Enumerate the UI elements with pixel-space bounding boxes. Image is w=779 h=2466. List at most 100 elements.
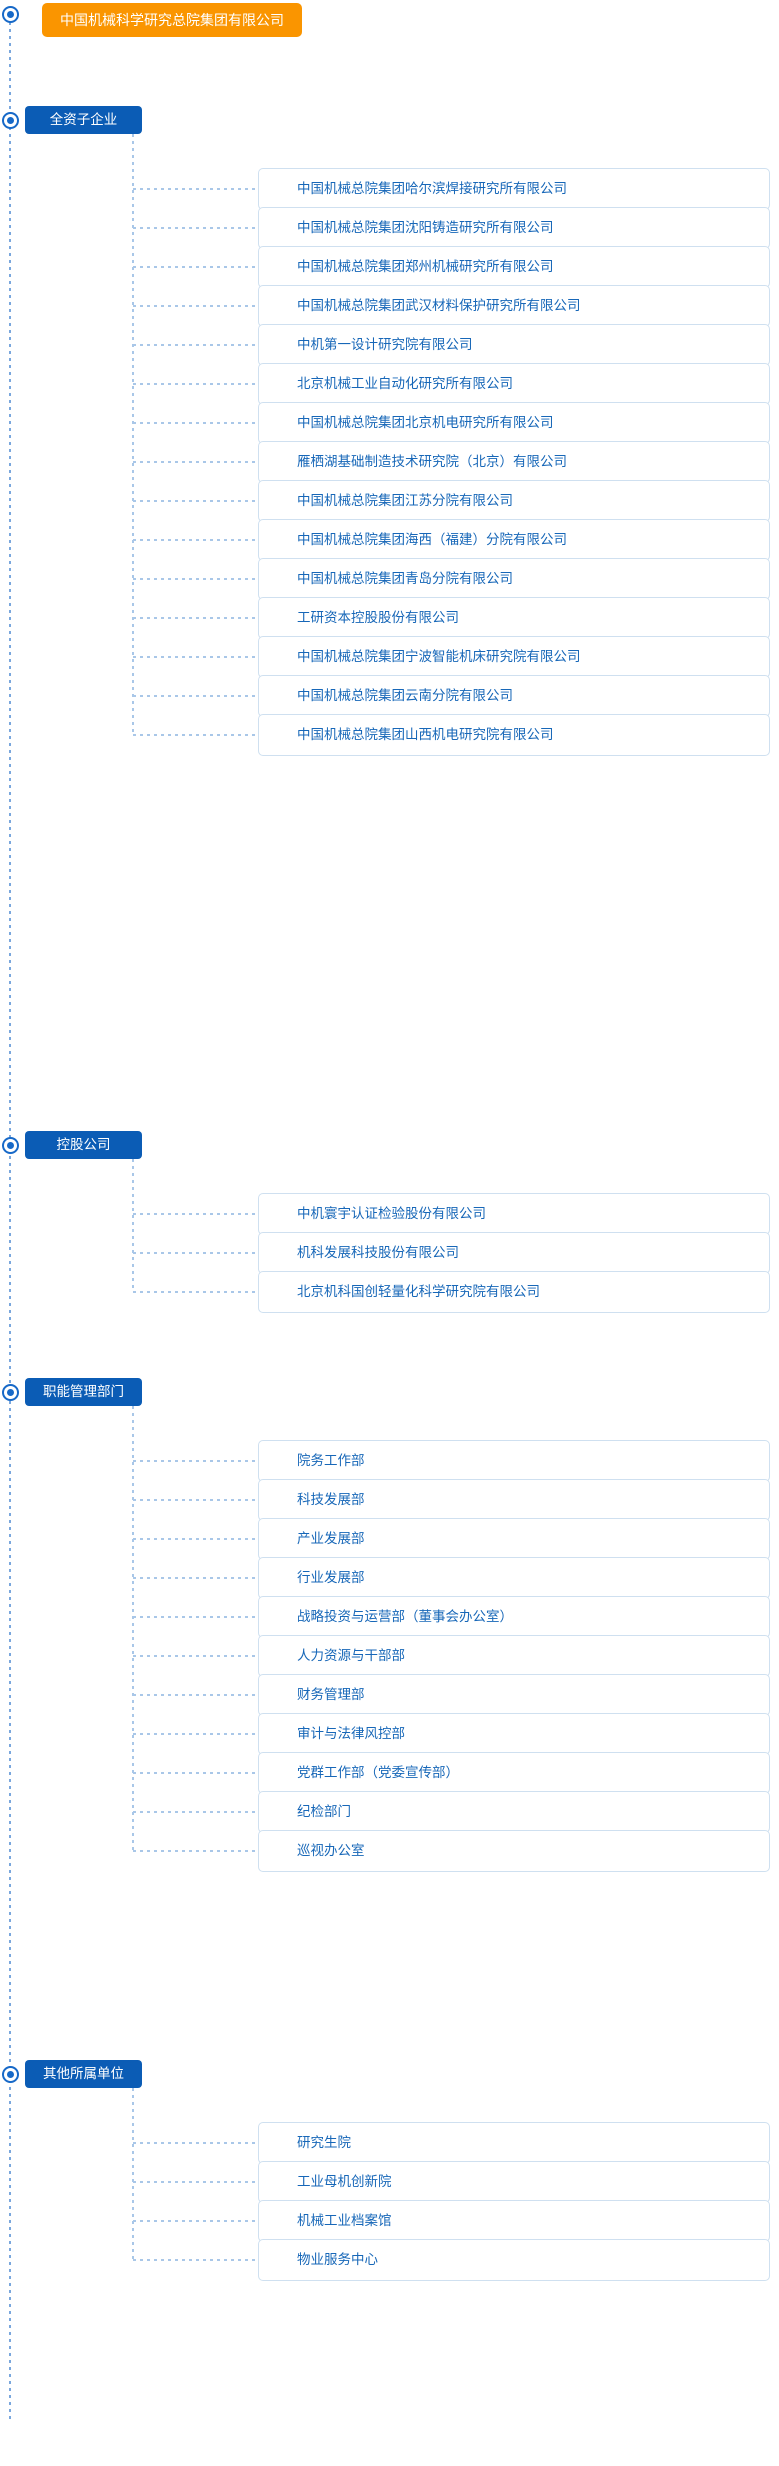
leaf-item-label: 产业发展部 bbox=[297, 1531, 365, 1546]
leaf-item[interactable]: 中国机械总院集团海西（福建）分院有限公司 bbox=[258, 519, 770, 561]
section-label-text: 职能管理部门 bbox=[43, 1384, 124, 1399]
leaf-item[interactable]: 中国机械总院集团云南分院有限公司 bbox=[258, 675, 770, 717]
leaf-item[interactable]: 中国机械总院集团武汉材料保护研究所有限公司 bbox=[258, 285, 770, 327]
leaf-item[interactable]: 中机寰宇认证检验股份有限公司 bbox=[258, 1193, 770, 1235]
leaf-item[interactable]: 研究生院 bbox=[258, 2122, 770, 2164]
leaf-item[interactable]: 物业服务中心 bbox=[258, 2239, 770, 2281]
section-label-3[interactable]: 职能管理部门 bbox=[25, 1378, 142, 1406]
root-node-marker-icon bbox=[2, 6, 19, 23]
leaf-item-label: 中国机械总院集团宁波智能机床研究院有限公司 bbox=[297, 649, 581, 664]
leaf-item-label: 机科发展科技股份有限公司 bbox=[297, 1245, 459, 1260]
leaf-item-label: 中国机械总院集团哈尔滨焊接研究所有限公司 bbox=[297, 181, 567, 196]
leaf-connector bbox=[133, 1811, 259, 1813]
leaf-item[interactable]: 财务管理部 bbox=[258, 1674, 770, 1716]
leaf-item[interactable]: 机科发展科技股份有限公司 bbox=[258, 1232, 770, 1274]
leaf-item-label: 中机第一设计研究院有限公司 bbox=[297, 337, 473, 352]
branch-line-4 bbox=[132, 2088, 134, 2260]
section-label-text: 控股公司 bbox=[56, 1137, 111, 1152]
leaf-item[interactable]: 中国机械总院集团哈尔滨焊接研究所有限公司 bbox=[258, 168, 770, 210]
leaf-item[interactable]: 审计与法律风控部 bbox=[258, 1713, 770, 1755]
leaf-item[interactable]: 产业发展部 bbox=[258, 1518, 770, 1560]
main-trunk-line bbox=[9, 22, 11, 2422]
leaf-item[interactable]: 科技发展部 bbox=[258, 1479, 770, 1521]
leaf-connector bbox=[133, 539, 259, 541]
root-node[interactable]: 中国机械科学研究总院集团有限公司 bbox=[42, 3, 302, 37]
leaf-connector bbox=[133, 1616, 259, 1618]
leaf-item-label: 中机寰宇认证检验股份有限公司 bbox=[297, 1206, 486, 1221]
leaf-item[interactable]: 巡视办公室 bbox=[258, 1830, 770, 1872]
leaf-connector bbox=[133, 1733, 259, 1735]
leaf-item-label: 雁栖湖基础制造技术研究院（北京）有限公司 bbox=[297, 454, 567, 469]
leaf-connector bbox=[133, 656, 259, 658]
leaf-item[interactable]: 机械工业档案馆 bbox=[258, 2200, 770, 2242]
section-marker-icon-1 bbox=[2, 112, 19, 129]
leaf-connector bbox=[133, 188, 259, 190]
leaf-item-label: 科技发展部 bbox=[297, 1492, 365, 1507]
leaf-item-label: 中国机械总院集团郑州机械研究所有限公司 bbox=[297, 259, 554, 274]
leaf-connector bbox=[133, 1655, 259, 1657]
leaf-item[interactable]: 北京机械工业自动化研究所有限公司 bbox=[258, 363, 770, 405]
leaf-item[interactable]: 中国机械总院集团郑州机械研究所有限公司 bbox=[258, 246, 770, 288]
leaf-item[interactable]: 工业母机创新院 bbox=[258, 2161, 770, 2203]
leaf-item-label: 研究生院 bbox=[297, 2135, 351, 2150]
leaf-item-label: 行业发展部 bbox=[297, 1570, 365, 1585]
leaf-item-label: 中国机械总院集团武汉材料保护研究所有限公司 bbox=[297, 298, 581, 313]
leaf-item[interactable]: 人力资源与干部部 bbox=[258, 1635, 770, 1677]
leaf-connector bbox=[133, 2259, 259, 2261]
leaf-connector bbox=[133, 461, 259, 463]
section-label-4[interactable]: 其他所属单位 bbox=[25, 2060, 142, 2088]
leaf-item[interactable]: 纪检部门 bbox=[258, 1791, 770, 1833]
leaf-item[interactable]: 中国机械总院集团山西机电研究院有限公司 bbox=[258, 714, 770, 756]
leaf-connector bbox=[133, 1291, 259, 1293]
leaf-connector bbox=[133, 227, 259, 229]
leaf-item[interactable]: 中国机械总院集团宁波智能机床研究院有限公司 bbox=[258, 636, 770, 678]
leaf-item-label: 中国机械总院集团山西机电研究院有限公司 bbox=[297, 727, 554, 742]
leaf-connector bbox=[133, 2181, 259, 2183]
leaf-item[interactable]: 雁栖湖基础制造技术研究院（北京）有限公司 bbox=[258, 441, 770, 483]
leaf-item-label: 院务工作部 bbox=[297, 1453, 365, 1468]
leaf-item-label: 纪检部门 bbox=[297, 1804, 351, 1819]
leaf-item[interactable]: 中机第一设计研究院有限公司 bbox=[258, 324, 770, 366]
section-label-2[interactable]: 控股公司 bbox=[25, 1131, 142, 1159]
section-label-1[interactable]: 全资子企业 bbox=[25, 106, 142, 134]
leaf-item[interactable]: 院务工作部 bbox=[258, 1440, 770, 1482]
leaf-item-label: 党群工作部（党委宣传部） bbox=[297, 1765, 459, 1780]
leaf-connector bbox=[133, 1460, 259, 1462]
leaf-connector bbox=[133, 695, 259, 697]
root-node-label: 中国机械科学研究总院集团有限公司 bbox=[60, 12, 284, 28]
leaf-item-label: 财务管理部 bbox=[297, 1687, 365, 1702]
leaf-item[interactable]: 党群工作部（党委宣传部） bbox=[258, 1752, 770, 1794]
leaf-connector bbox=[133, 266, 259, 268]
leaf-connector bbox=[133, 1694, 259, 1696]
leaf-item[interactable]: 战略投资与运营部（董事会办公室） bbox=[258, 1596, 770, 1638]
leaf-connector bbox=[133, 578, 259, 580]
leaf-item-label: 中国机械总院集团沈阳铸造研究所有限公司 bbox=[297, 220, 554, 235]
leaf-item[interactable]: 行业发展部 bbox=[258, 1557, 770, 1599]
leaf-item[interactable]: 中国机械总院集团北京机电研究所有限公司 bbox=[258, 402, 770, 444]
leaf-connector bbox=[133, 2142, 259, 2144]
section-label-text: 全资子企业 bbox=[49, 112, 118, 127]
leaf-item[interactable]: 中国机械总院集团江苏分院有限公司 bbox=[258, 480, 770, 522]
section-marker-icon-2 bbox=[2, 1137, 19, 1154]
leaf-connector bbox=[133, 1577, 259, 1579]
leaf-item[interactable]: 北京机科国创轻量化科学研究院有限公司 bbox=[258, 1271, 770, 1313]
leaf-item-label: 中国机械总院集团云南分院有限公司 bbox=[297, 688, 513, 703]
leaf-connector bbox=[133, 1213, 259, 1215]
leaf-item-label: 中国机械总院集团海西（福建）分院有限公司 bbox=[297, 532, 567, 547]
section-label-text: 其他所属单位 bbox=[43, 2066, 124, 2081]
leaf-item[interactable]: 中国机械总院集团沈阳铸造研究所有限公司 bbox=[258, 207, 770, 249]
leaf-item-label: 北京机械工业自动化研究所有限公司 bbox=[297, 376, 513, 391]
leaf-item-label: 物业服务中心 bbox=[297, 2252, 378, 2267]
leaf-item-label: 战略投资与运营部（董事会办公室） bbox=[297, 1609, 513, 1624]
leaf-item[interactable]: 中国机械总院集团青岛分院有限公司 bbox=[258, 558, 770, 600]
leaf-connector bbox=[133, 383, 259, 385]
leaf-connector bbox=[133, 344, 259, 346]
leaf-connector bbox=[133, 1850, 259, 1852]
branch-line-2 bbox=[132, 1159, 134, 1292]
leaf-item-label: 中国机械总院集团青岛分院有限公司 bbox=[297, 571, 513, 586]
leaf-connector bbox=[133, 1772, 259, 1774]
leaf-item-label: 机械工业档案馆 bbox=[297, 2213, 392, 2228]
leaf-connector bbox=[133, 1538, 259, 1540]
leaf-item[interactable]: 工研资本控股股份有限公司 bbox=[258, 597, 770, 639]
leaf-item-label: 审计与法律风控部 bbox=[297, 1726, 405, 1741]
